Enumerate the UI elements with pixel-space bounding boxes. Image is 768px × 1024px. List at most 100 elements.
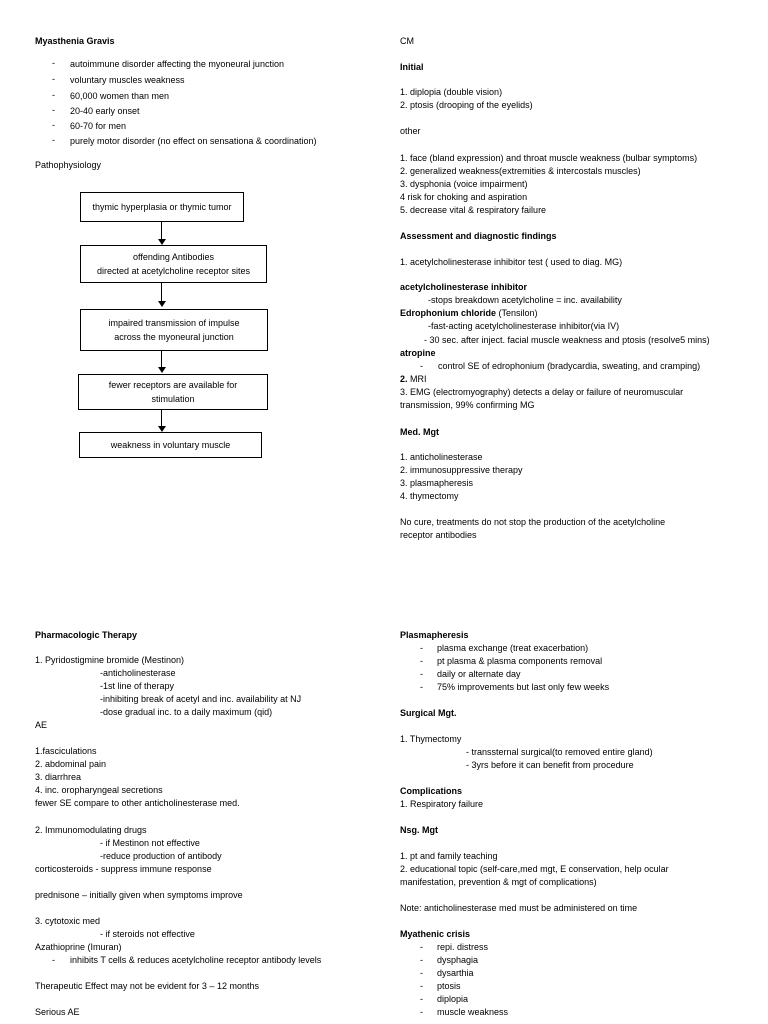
mri-text: MRI [407,374,427,384]
list-item: ptosis [437,981,461,991]
pathophysiology-label: Pathophysiology [35,160,102,170]
thymectomy-item: 1. Thymectomy [400,734,462,744]
list-item: 1. pt and family teaching [400,851,498,861]
list-item: 60-70 for men [70,121,127,131]
edrophonium-desc: -fast-acting acetylcholinesterase inhibi… [428,321,620,331]
list-item: 1. anticholinesterase [400,452,483,462]
corticosteroids-line: corticosteroids - suppress immune respon… [35,864,212,874]
cm-label: CM [400,36,414,46]
edrophonium-brand: (Tensilon) [496,308,538,318]
flow-arrow-line [161,410,162,427]
bullet-dash: - [420,643,423,653]
arrow-down-icon [158,367,166,373]
edrophonium-desc: - 30 sec. after inject. facial muscle we… [424,335,710,345]
serious-ae-label: Serious AE [35,1007,80,1017]
list-item: 3. diarrhrea [35,772,82,782]
list-item: 5. decrease vital & respiratory failure [400,205,547,215]
mri-number: 2. [400,374,408,384]
list-item: dysarthia [437,968,474,978]
flow-box: thymic hyperplasia or thymic tumor [80,192,244,222]
other-heading: other [400,126,421,136]
pharmacologic-heading: Pharmacologic Therapy [35,630,138,640]
drug-item: 1. Pyridostigmine bromide (Mestinon) [35,655,185,665]
edrophonium-line: Edrophonium chloride (Tensilon) [400,307,538,320]
flow-arrow-line [161,222,162,240]
drug-subitem: -anticholinesterase [100,668,176,678]
list-item: manifestation, prevention & mgt of compl… [400,877,597,887]
list-item: daily or alternate day [437,669,521,679]
drug-subitem: - if steroids not effective [100,929,195,939]
arrow-down-icon [158,239,166,245]
therapeutic-effect-note: Therapeutic Effect may not be evident fo… [35,981,259,991]
section-title-myasthenia: Myasthenia Gravis [35,36,115,46]
bullet-dash: - [420,955,423,965]
bullet-dash: - [420,361,423,371]
bullet-dash: - [420,942,423,952]
azathioprine-line: Azathioprine (Imuran) [35,942,122,952]
drug-subitem: - if Mestinon not effective [100,838,200,848]
bullet-dash: - [420,682,423,692]
list-item: 75% improvements but last only few weeks [437,682,610,692]
thymectomy-subitem: - 3yrs before it can benefit from proced… [466,760,634,770]
list-item: plasma exchange (treat exacerbation) [437,643,589,653]
bullet-dash: - [52,120,55,130]
bullet-dash: - [52,90,55,100]
list-item: 4. thymectomy [400,491,459,501]
flow-box: weakness in voluntary muscle [79,432,262,458]
assessment-item: 1. acetylcholinesterase inhibitor test (… [400,257,623,267]
edrophonium-heading: Edrophonium chloride [400,308,496,318]
ache-inhibitor-desc: -stops breakdown acetylcholine = inc. av… [428,295,622,305]
complications-heading: Complications [400,786,463,796]
flow-box: offending Antibodies directed at acetylc… [80,245,267,283]
bullet-dash: - [420,981,423,991]
administration-note: Note: anticholinesterase med must be adm… [400,903,638,913]
list-item: 2. immunosuppressive therapy [400,465,523,475]
list-item: 1. diplopia (double vision) [400,87,503,97]
flow-arrow-line [161,351,162,368]
fewer-se-note: fewer SE compare to other anticholineste… [35,798,240,808]
plasmapheresis-heading: Plasmapheresis [400,630,469,640]
list-item: 1. Respiratory failure [400,799,484,809]
list-item: 2. generalized weakness(extremities & in… [400,166,641,176]
bullet-dash: - [420,968,423,978]
list-item: voluntary muscles weakness [70,75,185,85]
list-item: 2. educational topic (self-care,med mgt,… [400,864,669,874]
bullet-dash: - [52,105,55,115]
ae-label: AE [35,720,48,730]
arrow-down-icon [158,301,166,307]
list-item: 2. abdominal pain [35,759,107,769]
drug-item: 2. Immunomodulating drugs [35,825,147,835]
no-cure-note: No cure, treatments do not stop the prod… [400,517,666,527]
arrow-down-icon [158,426,166,432]
list-item: 4. inc. oropharyngeal secretions [35,785,163,795]
list-item: 1. face (bland expression) and throat mu… [400,153,698,163]
flow-box: fewer receptors are available for stimul… [78,374,268,410]
list-item: dysphagia [437,955,479,965]
prednisone-line: prednisone – initially given when sympto… [35,890,243,900]
bullet-dash: - [52,58,55,68]
bullet-dash: - [420,669,423,679]
nsg-mgt-heading: Nsg. Mgt [400,825,438,835]
mri-line: 2. MRI [400,373,427,386]
bullet-dash: - [420,656,423,666]
bullet-dash: - [52,135,55,145]
list-item: 4 risk for choking and aspiration [400,192,528,202]
drug-subitem: -1st line of therapy [100,681,175,691]
bullet-dash: - [52,955,55,965]
emg-line: transmission, 99% confirming MG [400,400,535,410]
atropine-heading: atropine [400,348,436,358]
drug-subitem: -inhibiting break of acetyl and inc. ava… [100,694,302,704]
flow-box: impaired transmission of impulse across … [80,309,268,351]
list-item: 60,000 women than men [70,91,170,101]
bullet-dash: - [52,74,55,84]
surgical-heading: Surgical Mgt. [400,708,457,718]
list-item: 1.fasciculations [35,746,97,756]
list-item: 20-40 early onset [70,106,140,116]
bullet-dash: - [420,994,423,1004]
list-item: repi. distress [437,942,489,952]
flow-arrow-line [161,283,162,302]
med-mgt-heading: Med. Mgt [400,427,439,437]
list-item: purely motor disorder (no effect on sens… [70,136,317,146]
list-item: diplopia [437,994,469,1004]
drug-subitem: -dose gradual inc. to a daily maximum (q… [100,707,273,717]
